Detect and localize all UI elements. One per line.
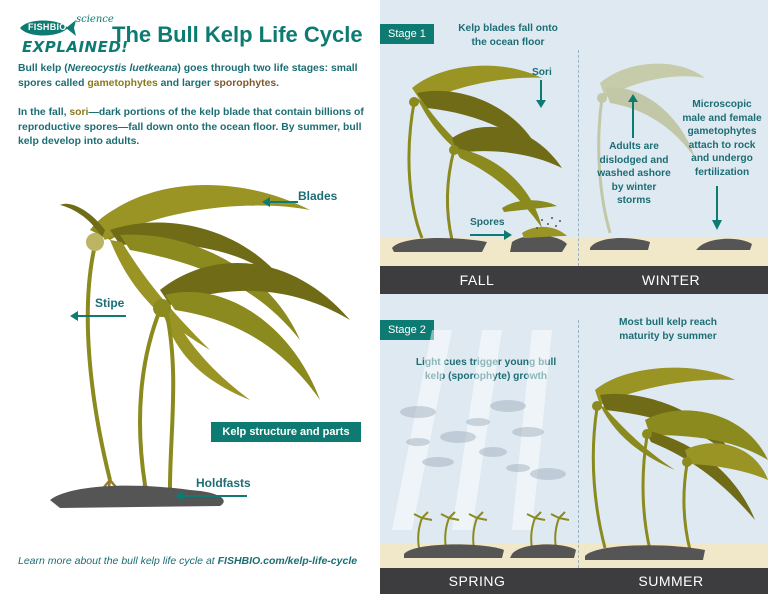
stipe-label: Stipe bbox=[95, 296, 125, 310]
maturity-text: Most bull kelp reach maturity by summer bbox=[619, 317, 717, 342]
kelp-illustration bbox=[50, 184, 350, 508]
logo-explained: EXPLAINED! bbox=[22, 38, 129, 56]
summer-bar: SUMMER bbox=[574, 568, 768, 594]
spores-arrow-icon bbox=[470, 230, 512, 240]
intro-text: and larger bbox=[157, 77, 214, 89]
intro-paragraph-2: In the fall, sori—dark portions of the k… bbox=[18, 106, 368, 150]
page-title: The Bull Kelp Life Cycle bbox=[112, 22, 363, 47]
intro-paragraph-1: Bull kelp (Nereocystis luetkeana) goes t… bbox=[18, 62, 368, 91]
gametophytes-term: gametophytes bbox=[87, 77, 158, 89]
sori-label: Sori bbox=[532, 67, 552, 78]
intro-text: Bull kelp ( bbox=[18, 63, 68, 74]
blades-label: Blades bbox=[298, 189, 338, 203]
intro-text: . bbox=[276, 77, 280, 89]
spores-label: Spores bbox=[470, 217, 505, 228]
sporophytes-term: sporophytes bbox=[213, 77, 277, 89]
intro-text: —dark portions of the kelp blade that co… bbox=[18, 107, 364, 147]
divider bbox=[578, 50, 579, 266]
spore-dots bbox=[536, 217, 561, 229]
light-rays bbox=[392, 330, 552, 530]
stipe-arrow-icon bbox=[70, 311, 126, 321]
fishbio-logo: FISHBIO science EXPLAINED! bbox=[18, 14, 128, 58]
footer-link[interactable]: FISHBIO.com/kelp-life-cycle bbox=[217, 555, 358, 567]
fish-school bbox=[400, 400, 566, 480]
intro-text: ) goes through two life stages: small sp… bbox=[18, 63, 358, 89]
species-name: Nereocystis luetkeana bbox=[67, 63, 178, 74]
summer-kelp-illustration bbox=[585, 367, 768, 560]
sori-term: sori bbox=[69, 107, 89, 118]
fall-kelp-illustration bbox=[392, 65, 567, 252]
fish-icon bbox=[20, 20, 76, 36]
logo-brand: FISHBIO bbox=[28, 22, 67, 32]
intro-text: In the fall, bbox=[18, 107, 70, 118]
divider bbox=[578, 320, 579, 568]
winter-rocks bbox=[590, 238, 752, 250]
spring-young-kelp bbox=[404, 511, 576, 558]
footer-prefix: Learn more about the bull kelp life cycl… bbox=[18, 555, 218, 567]
holdfasts-arrow-icon bbox=[175, 491, 247, 501]
sori-arrow-icon bbox=[536, 80, 546, 108]
structure-parts-box: Kelp structure and parts bbox=[211, 422, 361, 442]
holdfasts-label: Holdfasts bbox=[196, 476, 251, 490]
fall-bar: FALL bbox=[380, 266, 574, 294]
footer-text: Learn more about the bull kelp life cycl… bbox=[18, 555, 357, 567]
logo-science: science bbox=[76, 14, 114, 25]
gametophytes-arrow-icon bbox=[712, 186, 722, 230]
winter-gametophytes-text: Microscopic male and female gametophytes… bbox=[682, 99, 762, 178]
winter-faded-kelp bbox=[597, 63, 705, 234]
spring-bar: SPRING bbox=[380, 568, 574, 594]
left-panel: FISHBIO science EXPLAINED! The Bull Kelp… bbox=[0, 0, 380, 594]
stage2-badge: Stage 2 bbox=[380, 320, 434, 340]
winter-bar: WINTER bbox=[574, 266, 768, 294]
adults-arrow-icon bbox=[628, 94, 638, 138]
stage1-caption: Kelp blades fall onto the ocean floor bbox=[458, 23, 558, 48]
stage1-badge: Stage 1 bbox=[380, 24, 434, 44]
blades-arrow-icon bbox=[262, 197, 298, 207]
winter-adults-text: Adults are dislodged and washed ashore b… bbox=[597, 141, 671, 206]
